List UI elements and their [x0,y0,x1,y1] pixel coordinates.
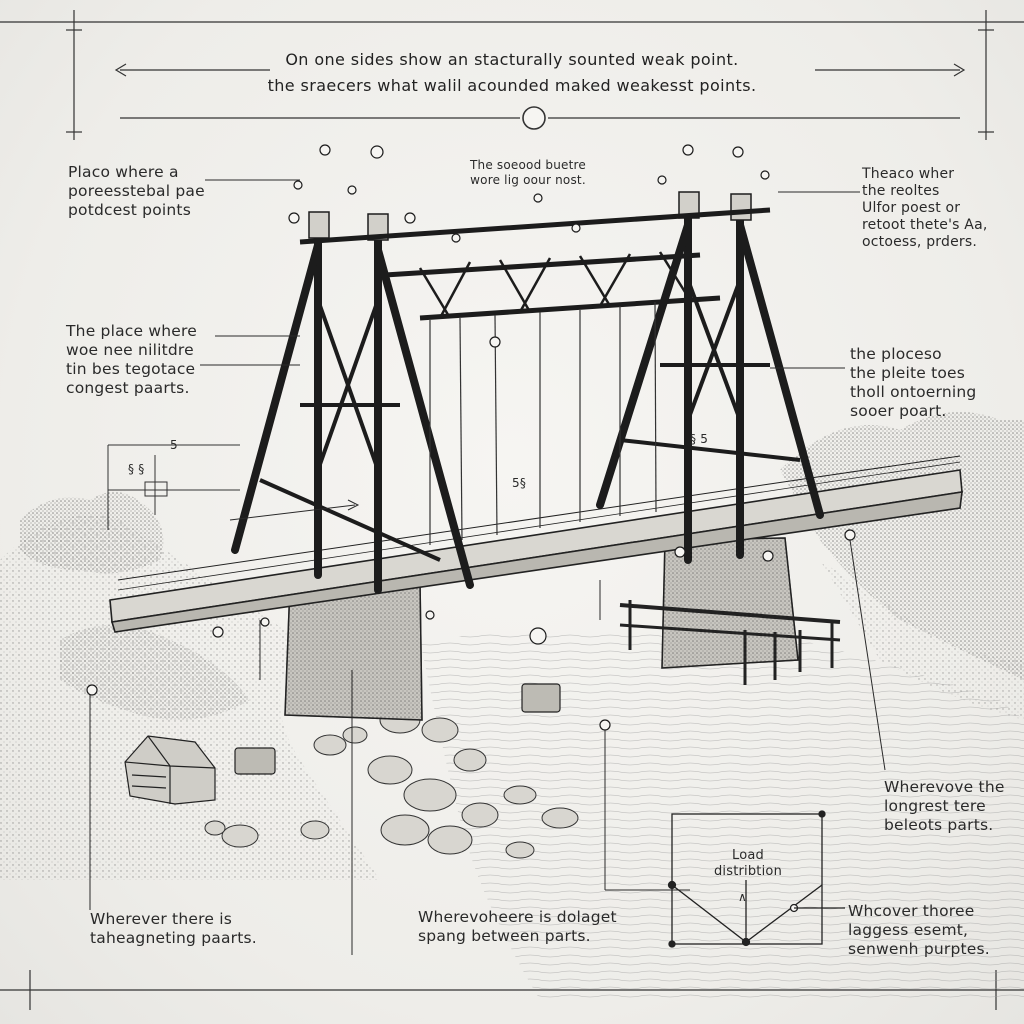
scribble-mark: § § [128,462,145,476]
dimension-sketch [107,444,240,530]
header-line-1: On one sides show an stacturally sounted… [285,50,739,69]
header-line-2: the sraecers what walil acounded maked w… [267,76,757,95]
annotation-pins [86,144,856,731]
bridge-deck [109,455,963,633]
header-arrows [114,63,966,130]
note-bottom-center: Wherevoheere is dolaget spang between pa… [418,908,617,945]
note-top-right: Theaco wher the reoltes Ulfor poest or r… [862,166,988,250]
load-box-title: Load distribtion [713,848,783,879]
note-bottom-left: Wherever there is taheagneting paarts. [90,910,257,947]
bridge-towers [231,191,824,594]
note-mid-right: the ploceso the pleite toes tholl ontoer… [850,345,977,420]
note-top-center: The soeood buetre wore lig oour nost. [470,158,586,187]
load-distribution-box [667,810,845,948]
scribble-mark: 5§ [512,476,527,490]
scribble-mark: § 5 [690,432,709,446]
note-bottom-right: Whcover thoree laggess esemt, senwenh pu… [848,902,990,958]
note-top-left: Placo where a poreesstebal pae potdcest … [68,163,205,219]
callout-lines [89,179,886,955]
note-lower-right: Wherevove the longrest tere beleots part… [884,778,1005,834]
note-mid-left: The place where woe nee nilitdre tin bes… [66,322,197,397]
bridge-piers [284,537,841,721]
scribble-mark: 5 [170,438,178,452]
suspender-cables [429,301,657,545]
landscape [0,412,1024,1000]
load-arrow-glyph: ∧ [738,890,747,904]
top-truss [299,207,771,321]
